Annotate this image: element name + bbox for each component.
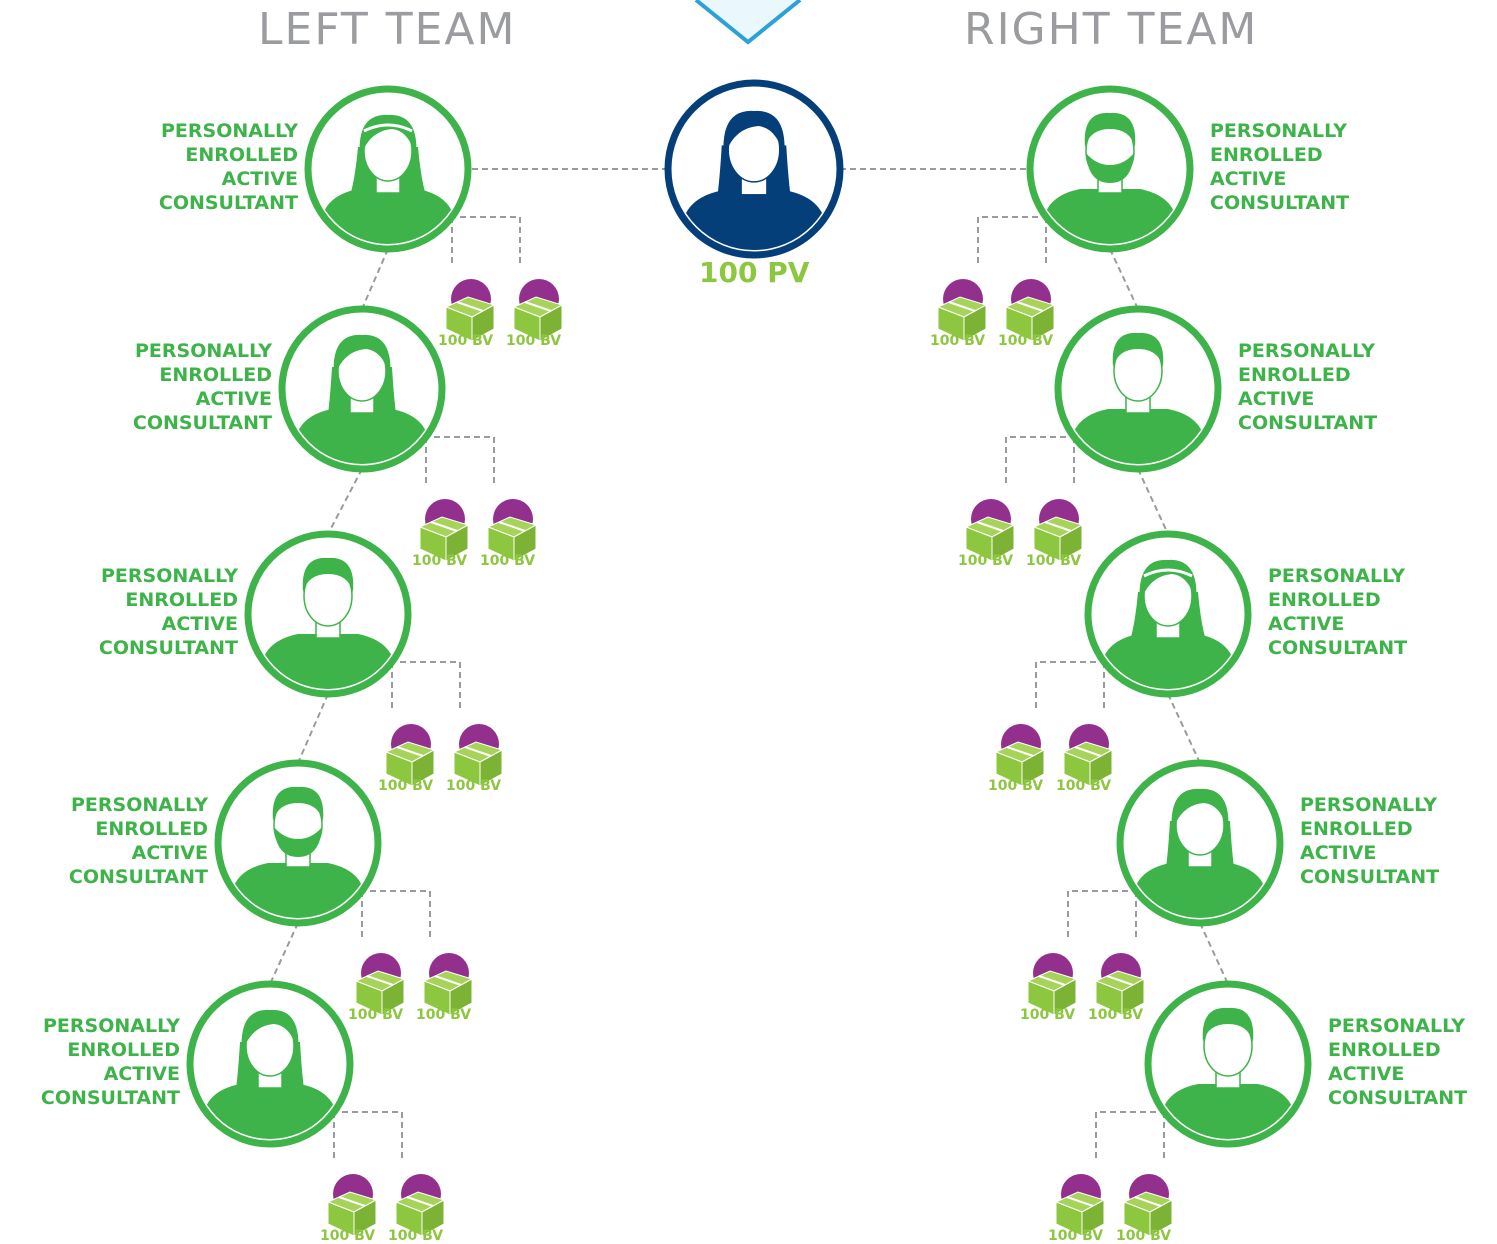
order-box-icon	[1122, 1174, 1174, 1235]
consultant-nodes	[186, 79, 1312, 1148]
right-label-2: PERSONALLY ENROLLED ACTIVE CONSULTANT	[1238, 340, 1378, 434]
order-box-icon	[452, 724, 504, 787]
right-consultant-5	[1144, 980, 1312, 1148]
connector-line	[361, 248, 389, 310]
connector-line	[1137, 468, 1169, 535]
connector-line	[327, 468, 363, 535]
order-box-icon	[384, 724, 436, 787]
left-1-bv-right: 100 BV	[480, 553, 536, 569]
right-1-bv-right: 100 BV	[1026, 553, 1082, 569]
left-label-2: PERSONALLY ENROLLED ACTIVE CONSULTANT	[132, 340, 272, 434]
order-box-icon	[444, 279, 496, 342]
left-0-bv-right: 100 BV	[506, 333, 562, 349]
left-1-bv-left: 100 BV	[412, 553, 468, 569]
left-0-bv-left: 100 BV	[438, 333, 494, 349]
right-3-bv-left: 100 BV	[1020, 1007, 1076, 1023]
left-3-bv-left: 100 BV	[348, 1007, 404, 1023]
right-0-bv-right: 100 BV	[998, 333, 1054, 349]
order-box-icon	[394, 1174, 446, 1235]
top-chevron-icon	[694, 0, 802, 45]
left-consultant-1	[304, 85, 472, 253]
left-consultant-4	[214, 759, 382, 927]
right-3-bv-right: 100 BV	[1088, 1007, 1144, 1023]
order-box-icon	[512, 279, 564, 342]
right-consultant-2	[1054, 305, 1222, 473]
right-2-bv-left: 100 BV	[988, 778, 1044, 794]
left-2-bv-left: 100 BV	[378, 778, 434, 794]
right-label-3: PERSONALLY ENROLLED ACTIVE CONSULTANT	[1268, 565, 1408, 659]
order-box-icon	[1054, 1174, 1106, 1235]
left-consultant-3	[244, 530, 412, 698]
left-label-3: PERSONALLY ENROLLED ACTIVE CONSULTANT	[98, 565, 238, 659]
left-label-1: PERSONALLY ENROLLED ACTIVE CONSULTANT	[158, 120, 298, 214]
right-consultant-4	[1116, 759, 1284, 927]
left-3-bv-right: 100 BV	[416, 1007, 472, 1023]
order-box-icon	[964, 499, 1016, 562]
connector-line	[269, 922, 299, 985]
order-box-icon	[1032, 499, 1084, 562]
right-team-title: RIGHT TEAM	[964, 4, 1259, 55]
connector-line	[1167, 693, 1201, 764]
left-team-title: LEFT TEAM	[258, 4, 517, 55]
left-label-5: PERSONALLY ENROLLED ACTIVE CONSULTANT	[40, 1015, 180, 1109]
right-1-bv-left: 100 BV	[958, 553, 1014, 569]
order-box-icon	[354, 953, 406, 1016]
right-0-bv-left: 100 BV	[930, 333, 986, 349]
right-label-1: PERSONALLY ENROLLED ACTIVE CONSULTANT	[1210, 120, 1350, 214]
right-consultant-1	[1026, 85, 1194, 253]
order-box-icon	[1062, 724, 1114, 787]
connector-line	[1199, 922, 1229, 985]
left-2-bv-right: 100 BV	[446, 778, 502, 794]
order-box-icon	[1004, 279, 1056, 342]
right-consultant-3	[1084, 530, 1252, 698]
center-pv-label: 100 PV	[699, 256, 810, 289]
connector-line	[1109, 248, 1139, 310]
left-4-bv-right: 100 BV	[388, 1228, 444, 1244]
order-box-icon	[1094, 953, 1146, 1016]
right-2-bv-right: 100 BV	[1056, 778, 1112, 794]
right-label-5: PERSONALLY ENROLLED ACTIVE CONSULTANT	[1328, 1015, 1468, 1109]
order-box-icon	[994, 724, 1046, 787]
right-label-4: PERSONALLY ENROLLED ACTIVE CONSULTANT	[1300, 794, 1440, 888]
order-box-icon	[418, 499, 470, 562]
connector-line	[297, 693, 329, 764]
order-box-icon	[326, 1174, 378, 1235]
order-box-icon	[422, 953, 474, 1016]
left-4-bv-left: 100 BV	[320, 1228, 376, 1244]
order-box-icon	[936, 279, 988, 342]
order-box-icon	[1026, 953, 1078, 1016]
left-label-4: PERSONALLY ENROLLED ACTIVE CONSULTANT	[68, 794, 208, 888]
order-box-icon	[486, 499, 538, 562]
right-4-bv-left: 100 BV	[1048, 1228, 1104, 1244]
customer-orders	[326, 279, 1174, 1235]
left-consultant-5	[186, 980, 354, 1148]
connector-lines	[269, 168, 1229, 1162]
left-consultant-2	[278, 305, 446, 473]
right-4-bv-right: 100 BV	[1116, 1228, 1172, 1244]
center-consultant	[664, 79, 844, 259]
